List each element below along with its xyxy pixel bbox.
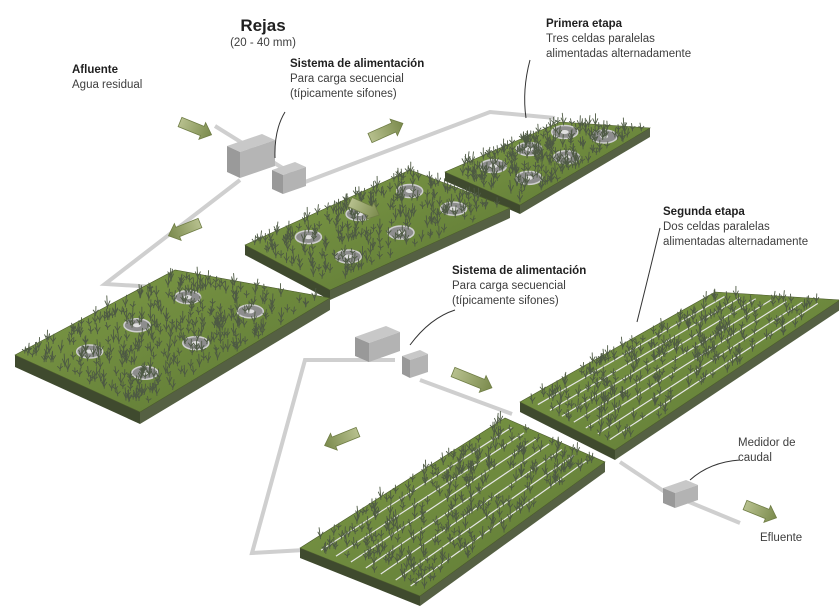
- disc-outlet: [246, 309, 255, 314]
- label-afluente: Afluente Agua residual: [72, 63, 142, 93]
- primera-etapa-line1: Tres celdas paralelas: [546, 33, 655, 45]
- disc-outlet: [560, 130, 569, 135]
- reeds: [529, 285, 820, 441]
- segunda-etapa-line1: Dos celdas paralelas: [663, 221, 770, 233]
- bed-stage2-cell-b: [519, 285, 839, 460]
- alimentacion-2-line2: (típicamente sifones): [452, 295, 559, 307]
- effluent-arrow: [742, 499, 778, 524]
- flow-arrow-stage1-right: [367, 118, 404, 144]
- alimentacion-1-line2: (típicamente sifones): [290, 88, 397, 100]
- leader-lines: [274, 59, 741, 481]
- screen-box: [227, 134, 275, 178]
- primera-etapa-title: Primera etapa: [546, 18, 623, 30]
- alimentacion-1-line1: Para carga secuencial: [290, 73, 404, 85]
- distribution-line: [410, 460, 588, 587]
- label-segunda-etapa: Segunda etapa Dos celdas paralelas alime…: [663, 205, 808, 250]
- segunda-etapa-line2: alimentadas alternadamente: [663, 236, 809, 248]
- bed-side-right: [330, 208, 510, 300]
- distribution-line: [365, 443, 550, 569]
- bed-side-left: [445, 172, 520, 214]
- feed-system-box-1: [272, 162, 306, 194]
- reeds: [459, 112, 645, 203]
- reeds: [21, 266, 318, 403]
- afluente-title: Afluente: [72, 64, 118, 76]
- medidor-line1: Medidor de: [738, 437, 796, 449]
- alimentacion-1-title: Sistema de alimentación: [290, 58, 425, 70]
- bed-side-right: [420, 462, 605, 606]
- bed-side-left: [520, 402, 615, 460]
- medidor-line2: caudal: [738, 452, 772, 464]
- bed-side-left: [245, 245, 330, 300]
- distribution-line: [549, 297, 741, 411]
- label-medidor-caudal: Medidor de caudal: [738, 436, 796, 466]
- feed-system-box-2: [355, 326, 428, 378]
- flow-arrows: [167, 116, 778, 524]
- distribution-line: [609, 302, 819, 441]
- afluente-sub: Agua residual: [72, 79, 143, 91]
- flow-meter-box: [663, 480, 698, 508]
- distribution-line: [573, 299, 772, 423]
- alimentacion-2-title: Sistema de alimentación: [452, 265, 587, 277]
- efluente-title: Efluente: [760, 532, 803, 544]
- disc-outlet: [133, 323, 141, 328]
- label-primera-etapa: Primera etapa Tres celdas paralelas alim…: [546, 17, 691, 62]
- reeds: [317, 411, 595, 589]
- alimentacion-2-line1: Para carga secuencial: [452, 280, 566, 292]
- bed-stage2-cell-a: [299, 411, 606, 606]
- bed-side-right: [615, 300, 839, 460]
- label-sistema-alimentacion-1: Sistema de alimentación Para carga secue…: [290, 57, 424, 102]
- bed-side-left: [15, 355, 140, 424]
- label-sistema-alimentacion-2: Sistema de alimentación Para carga secue…: [452, 264, 586, 309]
- label-efluente: Efluente: [760, 531, 802, 546]
- reeds: [251, 161, 500, 279]
- inflow-arrow: [177, 116, 213, 141]
- bed-side-right: [140, 298, 330, 424]
- bed-stage1-cell-a: [14, 266, 331, 424]
- bed-side-left: [300, 548, 420, 606]
- flow-arrow-middle: [347, 196, 380, 220]
- disc-outlet: [304, 235, 313, 240]
- segunda-etapa-title: Segunda etapa: [663, 206, 745, 218]
- bed-surface: [519, 291, 839, 451]
- primera-etapa-line2: alimentadas alternadamente: [546, 48, 692, 60]
- flow-arrow-stage2-left: [324, 426, 361, 451]
- bed-stage1-cell-c: [444, 112, 651, 214]
- rejas-title: Rejas: [240, 16, 286, 35]
- disc-outlet: [449, 206, 458, 211]
- flow-arrow-stage1-left: [167, 217, 203, 242]
- bed-side-right: [520, 128, 650, 214]
- rejas-size: (20 - 40 mm): [230, 37, 296, 49]
- bed-stage1-cell-b: [244, 161, 511, 300]
- label-rejas: Rejas (20 - 40 mm): [208, 16, 318, 51]
- flow-arrow-stage2-right: [450, 366, 493, 394]
- treatment-beds: [14, 112, 839, 606]
